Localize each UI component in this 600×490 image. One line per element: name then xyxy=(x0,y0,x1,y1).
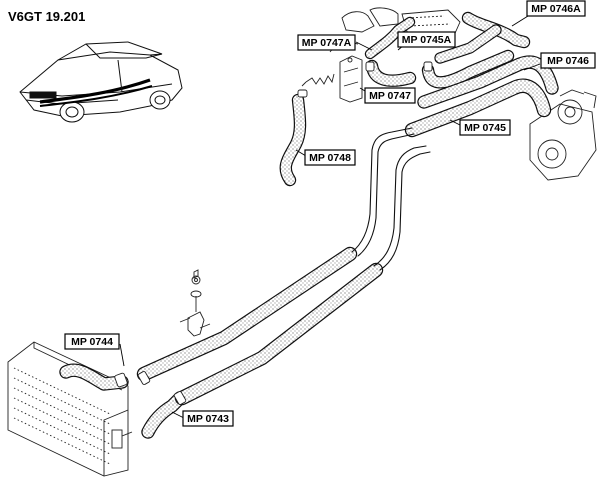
hose-clamps xyxy=(114,61,433,405)
callout-mp0744: MP 0744 xyxy=(64,333,120,350)
callout-mp0745: MP 0745 xyxy=(459,119,511,136)
hose-mp0747 xyxy=(365,59,417,87)
svg-text:MP 0743: MP 0743 xyxy=(187,413,229,425)
callout-mp0746: MP 0746 xyxy=(540,52,596,69)
svg-text:MP 0746: MP 0746 xyxy=(547,55,589,67)
hose-mp0748 xyxy=(279,93,307,187)
hose-long-upper xyxy=(136,246,358,382)
reference-code: V6GT 19.201 xyxy=(8,9,85,24)
radiator xyxy=(7,341,133,477)
svg-text:MP 0744: MP 0744 xyxy=(71,336,113,348)
svg-text:MP 0746A: MP 0746A xyxy=(531,3,581,15)
hose-mp0743 xyxy=(141,391,187,439)
svg-text:MP 0747: MP 0747 xyxy=(369,90,411,102)
hose-mp0745 xyxy=(404,78,552,138)
hose-mp0747a-top xyxy=(364,16,416,60)
car-thumbnail xyxy=(19,41,183,123)
rigid-pipe-pair xyxy=(351,127,431,271)
hose-mp0746 xyxy=(417,55,559,109)
clip-bracket xyxy=(179,269,211,337)
hose-spring xyxy=(301,73,335,87)
callout-mp0748: MP 0748 xyxy=(304,149,356,166)
hose-set xyxy=(59,11,559,439)
callout-mp0747a: MP 0747A xyxy=(297,34,356,51)
hose-upper-small xyxy=(434,24,502,64)
callout-mp0743: MP 0743 xyxy=(182,410,234,427)
svg-text:MP 0745: MP 0745 xyxy=(464,122,506,134)
callout-mp0745a: MP 0745A xyxy=(397,31,456,48)
callout-mp0746a: MP 0746A xyxy=(526,0,586,17)
hose-mp0745a xyxy=(421,49,515,89)
callout-mp0747: MP 0747 xyxy=(364,87,416,104)
hose-long-lower xyxy=(174,262,384,406)
mounting-bracket xyxy=(339,55,363,103)
svg-text:MP 0745A: MP 0745A xyxy=(402,34,452,46)
svg-text:MP 0748: MP 0748 xyxy=(309,152,351,164)
hose-mp0744 xyxy=(59,363,129,391)
svg-text:MP 0747A: MP 0747A xyxy=(302,37,352,49)
